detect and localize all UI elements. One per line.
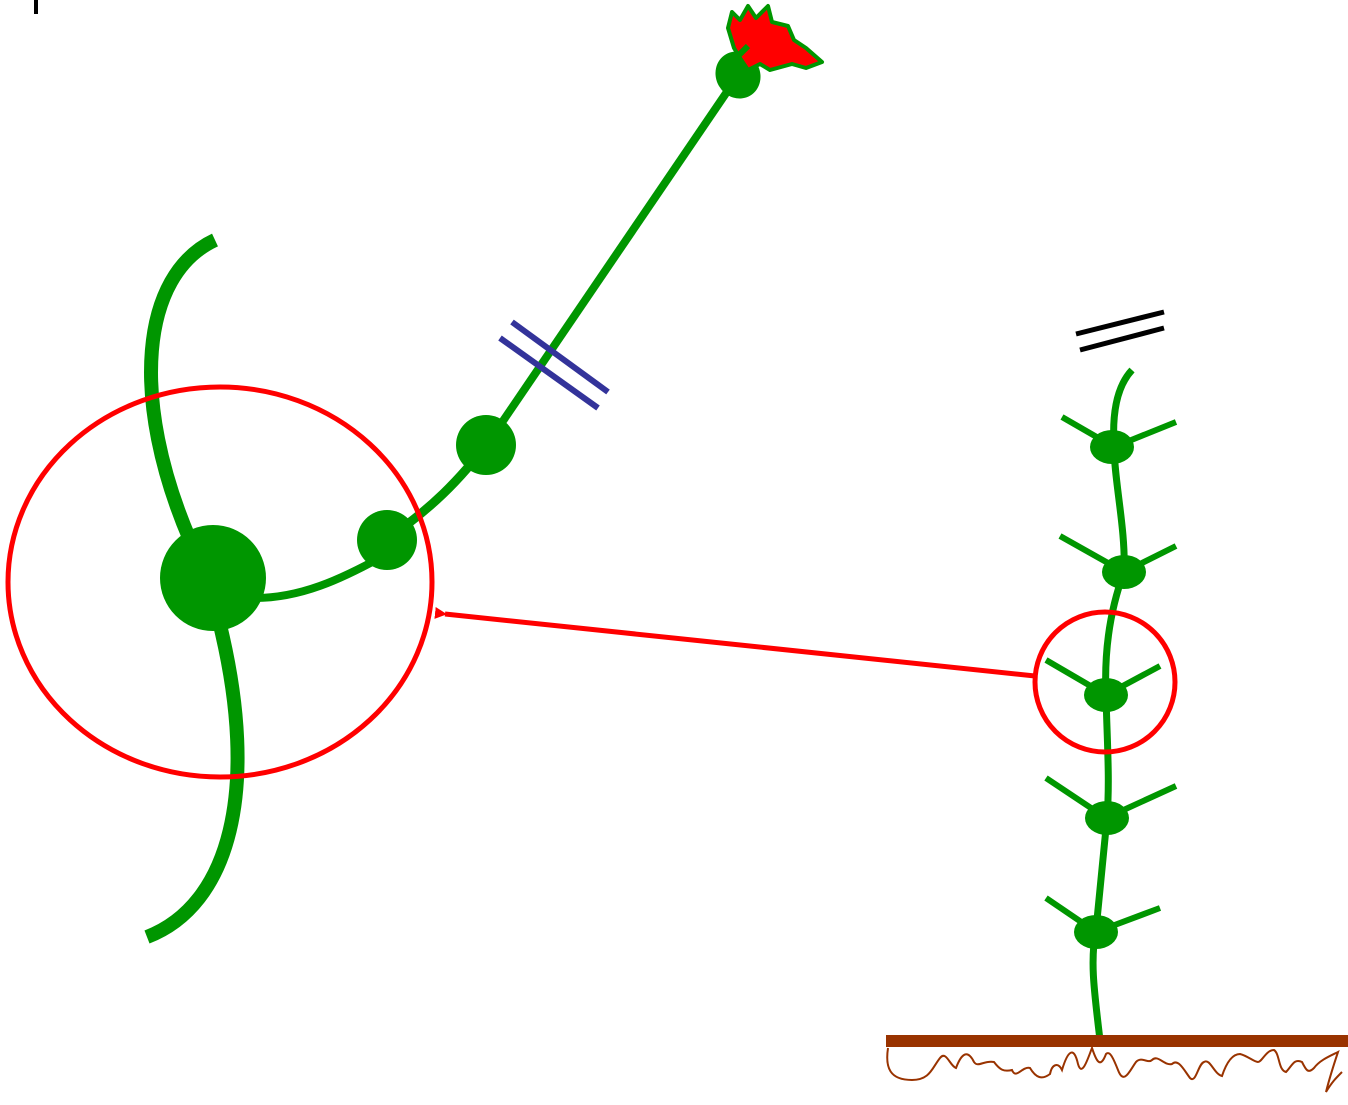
highlight-arrow (445, 614, 1035, 676)
plant (886, 312, 1348, 1092)
upper-node (456, 415, 516, 475)
lower-leaf-stem (147, 625, 238, 937)
plant-node-5 (1046, 898, 1160, 949)
enlarged-node-detail (8, 6, 822, 937)
plant-node-2 (1060, 536, 1176, 589)
main-node (160, 525, 266, 631)
flower-petals (728, 6, 822, 70)
plant-node-1 (1062, 417, 1176, 464)
small-node (357, 510, 417, 570)
roots (887, 1048, 1342, 1092)
flower-icon (707, 6, 822, 107)
flower-stem (490, 80, 735, 440)
branch-stem (255, 555, 385, 598)
